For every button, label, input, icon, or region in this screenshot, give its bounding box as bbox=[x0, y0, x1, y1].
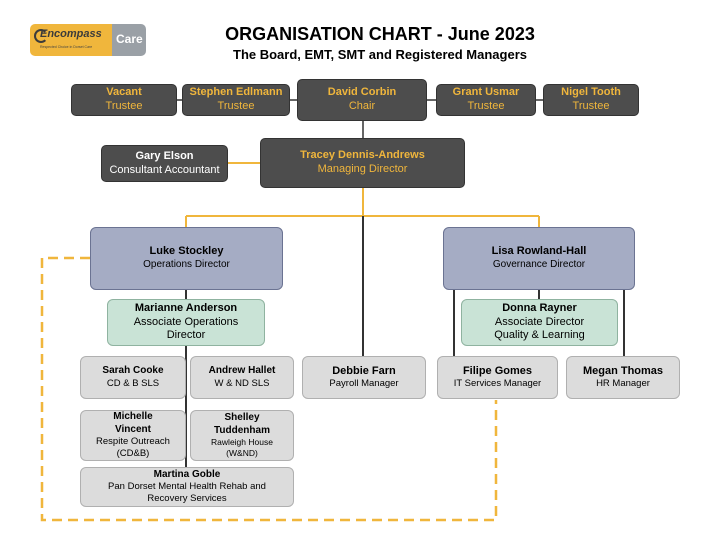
manager-name: Michelle Vincent bbox=[113, 411, 153, 435]
manager-name: Shelley Tuddenham bbox=[214, 412, 270, 436]
logo-swoosh-icon bbox=[34, 29, 48, 43]
page-subtitle: The Board, EMT, SMT and Registered Manag… bbox=[233, 47, 527, 62]
manager-filipe: Filipe Gomes IT Services Manager bbox=[437, 356, 558, 399]
board-member-role: Trustee bbox=[467, 100, 505, 112]
board-chair-david: David Corbin Chair bbox=[297, 79, 427, 121]
manager-michelle: Michelle Vincent Respite Outreach (CD&B) bbox=[80, 410, 186, 461]
associate-operations-box: Marianne Anderson Associate Operations D… bbox=[107, 299, 265, 346]
board-member-name: Stephen Edlmann bbox=[189, 86, 283, 99]
logo-care: Care bbox=[116, 32, 143, 46]
director-name: Luke Stockley bbox=[149, 245, 224, 258]
manager-name: Andrew Hallet bbox=[208, 365, 276, 377]
governance-director-box: Lisa Rowland-Hall Governance Director bbox=[443, 227, 635, 290]
board-member-role: Trustee bbox=[572, 100, 610, 112]
board-member-name: Nigel Tooth bbox=[561, 86, 621, 99]
operations-director-box: Luke Stockley Operations Director bbox=[90, 227, 283, 290]
page-title: ORGANISATION CHART - June 2023 bbox=[225, 24, 535, 44]
chart-header: ORGANISATION CHART - June 2023 The Board… bbox=[170, 24, 590, 62]
manager-name: Sarah Cooke bbox=[102, 365, 164, 377]
associate-role: Associate Director Quality & Learning bbox=[494, 315, 585, 342]
accountant-role: Consultant Accountant bbox=[109, 163, 220, 176]
manager-debbie: Debbie Farn Payroll Manager bbox=[302, 356, 426, 399]
board-member-grant: Grant Usmar Trustee bbox=[436, 84, 536, 116]
board-member-role: Chair bbox=[348, 100, 376, 112]
manager-sarah: Sarah Cooke CD & B SLS bbox=[80, 356, 186, 399]
logo-name: Encompass bbox=[40, 28, 102, 40]
manager-role: Pan Dorset Mental Health Rehab and Recov… bbox=[108, 481, 266, 505]
board-member-nigel: Nigel Tooth Trustee bbox=[543, 84, 639, 116]
manager-name: Debbie Farn bbox=[332, 364, 396, 377]
director-role: Governance Director bbox=[492, 259, 586, 271]
board-member-name: Grant Usmar bbox=[452, 86, 520, 99]
manager-role: CD & B SLS bbox=[106, 377, 160, 389]
logo-right-panel bbox=[112, 24, 146, 56]
manager-name: Megan Thomas bbox=[582, 364, 664, 377]
board-member-vacant: Vacant Trustee bbox=[71, 84, 177, 116]
manager-role: W & ND SLS bbox=[214, 377, 270, 389]
manager-megan: Megan Thomas HR Manager bbox=[566, 356, 680, 399]
manager-role: Payroll Manager bbox=[329, 378, 399, 390]
associate-role: Associate Operations Director bbox=[133, 315, 239, 342]
manager-role: Respite Outreach (CD&B) bbox=[96, 436, 170, 459]
director-role: Operations Director bbox=[143, 259, 230, 271]
board-member-name: David Corbin bbox=[327, 86, 397, 99]
md-name: Tracey Dennis-Andrews bbox=[300, 149, 425, 162]
board-member-role: Trustee bbox=[105, 100, 143, 112]
accountant-box: Gary Elson Consultant Accountant bbox=[101, 145, 228, 182]
dashed-link bbox=[40, 256, 498, 522]
manager-role: Rawleigh House (W&ND) bbox=[211, 437, 273, 458]
manager-role: IT Services Manager bbox=[453, 378, 542, 390]
board-member-name: Vacant bbox=[106, 86, 142, 99]
manager-shelley: Shelley Tuddenham Rawleigh House (W&ND) bbox=[190, 410, 294, 461]
logo-tagline: Respected Choice in Dorset Care bbox=[40, 45, 93, 49]
managing-director-box: Tracey Dennis-Andrews Managing Director bbox=[260, 138, 465, 188]
board-member-role: Trustee bbox=[217, 100, 255, 112]
accountant-name: Gary Elson bbox=[135, 149, 194, 162]
manager-name: Martina Goble bbox=[153, 468, 221, 480]
associate-name: Donna Rayner bbox=[502, 301, 577, 314]
manager-andrew: Andrew Hallet W & ND SLS bbox=[190, 356, 294, 399]
associate-name: Marianne Anderson bbox=[134, 301, 238, 314]
encompass-logo: Encompass Care Respected Choice in Dorse… bbox=[30, 24, 146, 56]
associate-quality-box: Donna Rayner Associate Director Quality … bbox=[461, 299, 618, 346]
board-member-stephen: Stephen Edlmann Trustee bbox=[182, 84, 290, 116]
manager-martina: Martina Goble Pan Dorset Mental Health R… bbox=[80, 467, 294, 507]
director-name: Lisa Rowland-Hall bbox=[491, 245, 587, 258]
manager-name: Filipe Gomes bbox=[462, 364, 533, 377]
md-role: Managing Director bbox=[317, 163, 408, 175]
manager-role: HR Manager bbox=[596, 378, 650, 390]
